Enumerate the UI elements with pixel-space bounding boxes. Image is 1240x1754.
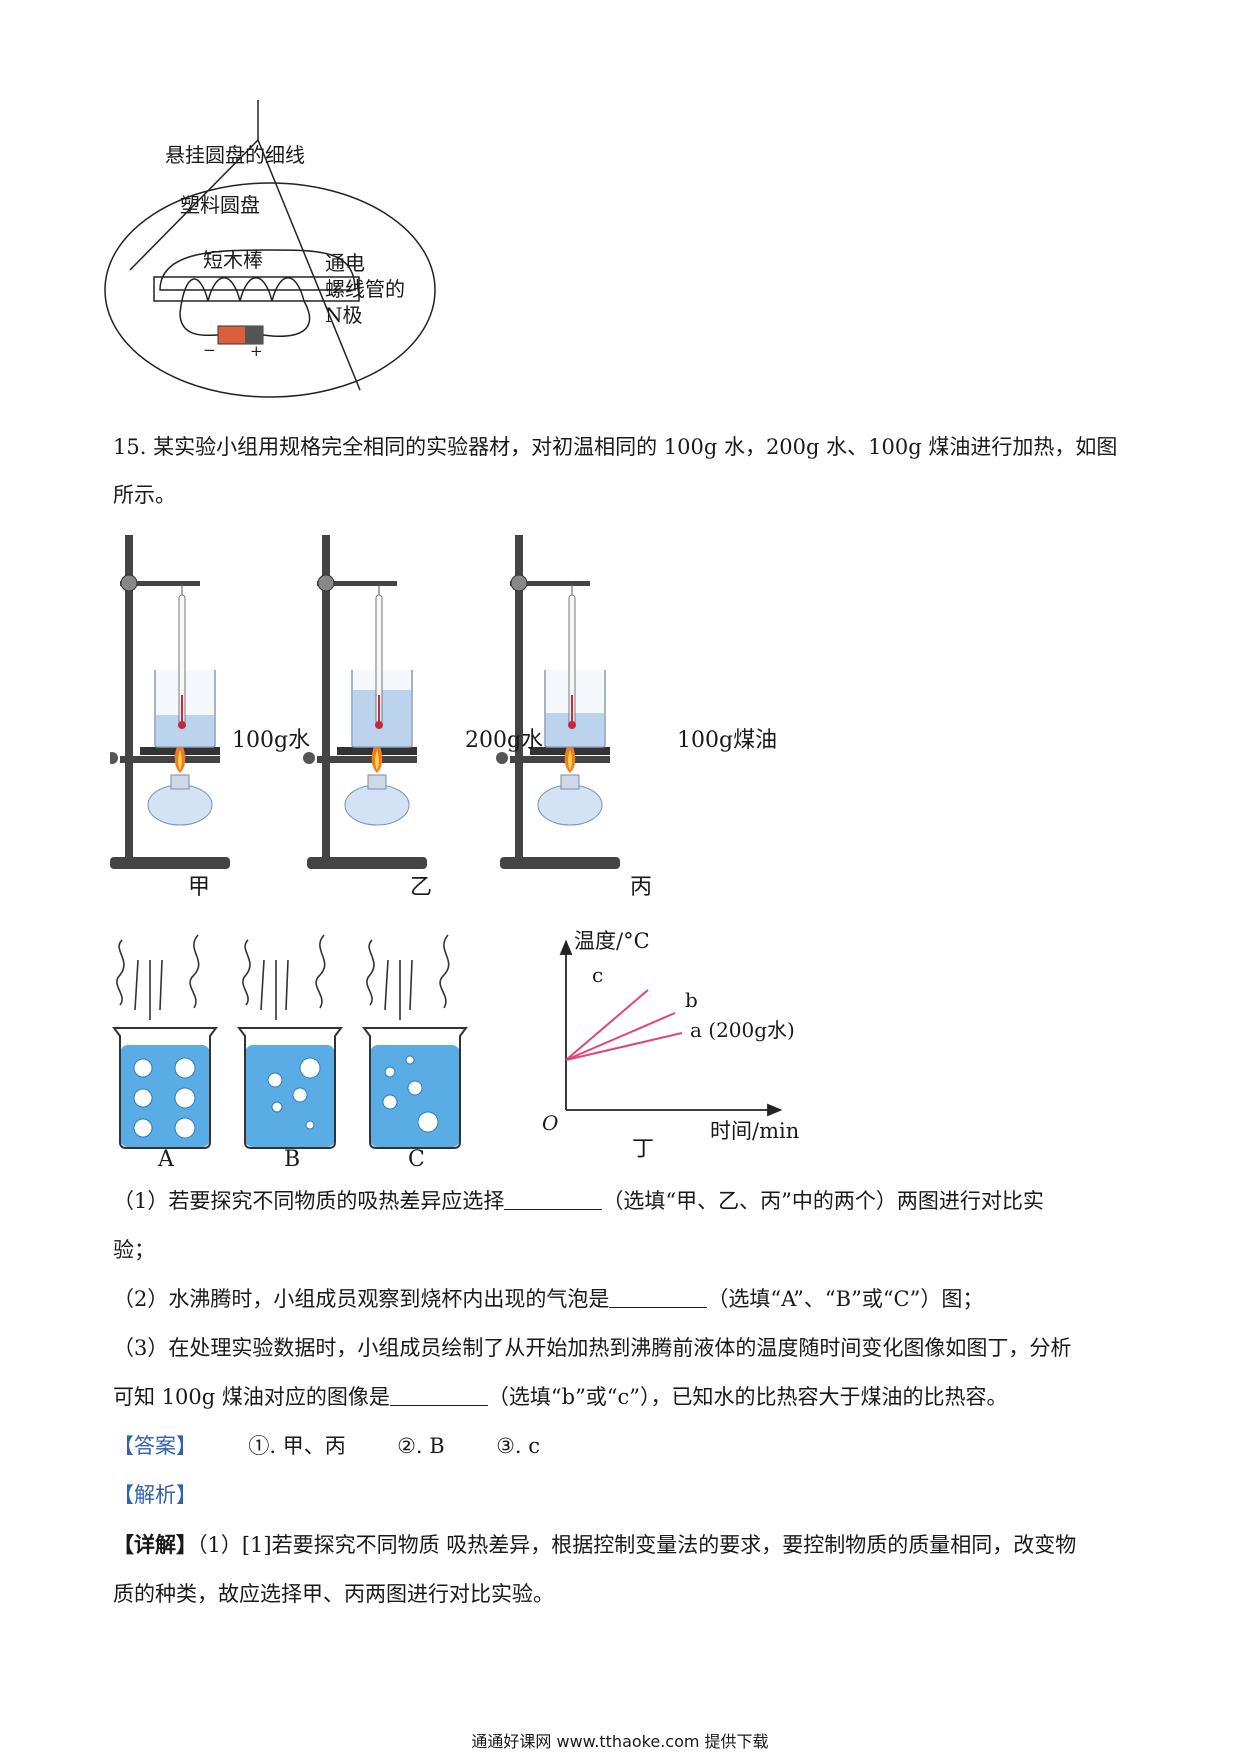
- graph-caption: 丁: [632, 1137, 654, 1162]
- setup-caption-yi: 乙: [410, 875, 432, 900]
- part-2-text-b: （选填“A”、“B”或“C”）图；: [707, 1287, 984, 1311]
- part-1: （1）若要探究不同物质的吸热差异应选择 （选填“甲、乙、丙”中的两个）两图进行对比…: [113, 1186, 1133, 1216]
- bubble-caption-a: A: [157, 1147, 175, 1170]
- part-1-text-b: （选填“甲、乙、丙”中的两个）两图进行对比实: [602, 1189, 1044, 1213]
- part-3-line1: （3）在处理实验数据时，小组成员绘制了从开始加热到沸腾前液体的温度随时间变化图像…: [113, 1336, 1072, 1360]
- page-footer: 通通好课网 www.tthaoke.com 提供下载: [471, 1732, 769, 1751]
- answer-2: ②. B: [397, 1434, 445, 1458]
- heating-setups-figure: 100g水 200g水 100g煤油 甲 乙 丙: [110, 535, 777, 900]
- graph-line-a: [565, 1032, 683, 1061]
- answer-label: 【答案】: [113, 1434, 197, 1458]
- setup-liquid-jia: 100g水: [232, 728, 310, 753]
- analysis-label: 【解析】: [113, 1483, 197, 1507]
- temperature-graph-figure: 温度/°C c b a (200g水) O 时间/min 丁: [542, 929, 799, 1162]
- label-npole-1: 通电: [325, 251, 365, 275]
- solenoid-figure: 悬挂圆盘的细线 塑料圆盘 短木棒 通电 螺线管的 N极 − +: [104, 100, 436, 398]
- label-disk: 塑料圆盘: [180, 193, 260, 217]
- label-thread: 悬挂圆盘的细线: [165, 143, 305, 167]
- graph-label-c: c: [592, 963, 603, 987]
- bubble-caption-b: B: [284, 1147, 300, 1170]
- question-stem-line2: 所示。: [113, 483, 176, 507]
- answer-row: 【答案】 ①. 甲、丙 ②. B ③. c: [113, 1431, 1133, 1461]
- graph-line-b: [565, 1012, 676, 1061]
- setup-liquid-yi: 200g水: [465, 728, 543, 753]
- part-2: （2）水沸腾时，小组成员观察到烧杯内出现的气泡是 （选填“A”、“B”或“C”）图…: [113, 1284, 1133, 1314]
- part-3-text-c: （选填“b”或“c”），已知水的比热容大于煤油的比热容。: [487, 1385, 1008, 1409]
- answer-3: ③. c: [496, 1434, 541, 1458]
- part-2-blank[interactable]: [609, 1287, 708, 1308]
- part-3-blank[interactable]: [389, 1385, 488, 1406]
- battery-plus: +: [250, 342, 263, 360]
- graph-x-label: 时间/min: [710, 1119, 799, 1143]
- part-1-blank[interactable]: [504, 1189, 603, 1210]
- graph-line-c: [565, 989, 649, 1061]
- question-stem-line1: 15. 某实验小组用规格完全相同的实验器材，对初温相同的 100g 水，200g…: [113, 435, 1118, 459]
- graph-origin: O: [542, 1111, 558, 1135]
- detail-line1: 【详解】（1）[1]若要探究不同物质 吸热差异，根据控制变量法的要求，要控制物质…: [113, 1530, 1133, 1560]
- label-npole-3: N极: [325, 303, 363, 327]
- analysis-row: 【解析】: [113, 1480, 1133, 1510]
- bubbles-figure: A B C: [112, 934, 468, 1170]
- part-1-cont: 验；: [113, 1238, 155, 1262]
- detail-line2: 质的种类，故应选择甲、丙两图进行对比实验。: [113, 1582, 554, 1606]
- part-2-text-a: （2）水沸腾时，小组成员观察到烧杯内出现的气泡是: [113, 1287, 610, 1311]
- graph-y-label: 温度/°C: [574, 929, 650, 953]
- graph-label-b: b: [685, 988, 698, 1012]
- setup-caption-bing: 丙: [630, 875, 652, 900]
- setup-caption-jia: 甲: [188, 875, 210, 900]
- answer-1: ①. 甲、丙: [248, 1434, 346, 1458]
- part-1-text-a: （1）若要探究不同物质的吸热差异应选择: [113, 1189, 505, 1213]
- part-3-text-b: 可知 100g 煤油对应的图像是: [113, 1385, 390, 1409]
- label-npole-2: 螺线管的: [325, 277, 405, 301]
- label-stick: 短木棒: [203, 248, 263, 272]
- part-3-line2: 可知 100g 煤油对应的图像是 （选填“b”或“c”），已知水的比热容大于煤油的…: [113, 1382, 1133, 1412]
- setup-liquid-bing: 100g煤油: [677, 728, 777, 753]
- graph-label-a: a (200g水): [690, 1018, 795, 1042]
- bubble-caption-c: C: [408, 1147, 425, 1170]
- detail-label: 【详解】: [113, 1533, 197, 1557]
- battery-minus: −: [203, 341, 216, 359]
- detail-text-1: （1）[1]若要探究不同物质 吸热差异，根据控制变量法的要求，要控制物质的质量相…: [197, 1533, 1077, 1557]
